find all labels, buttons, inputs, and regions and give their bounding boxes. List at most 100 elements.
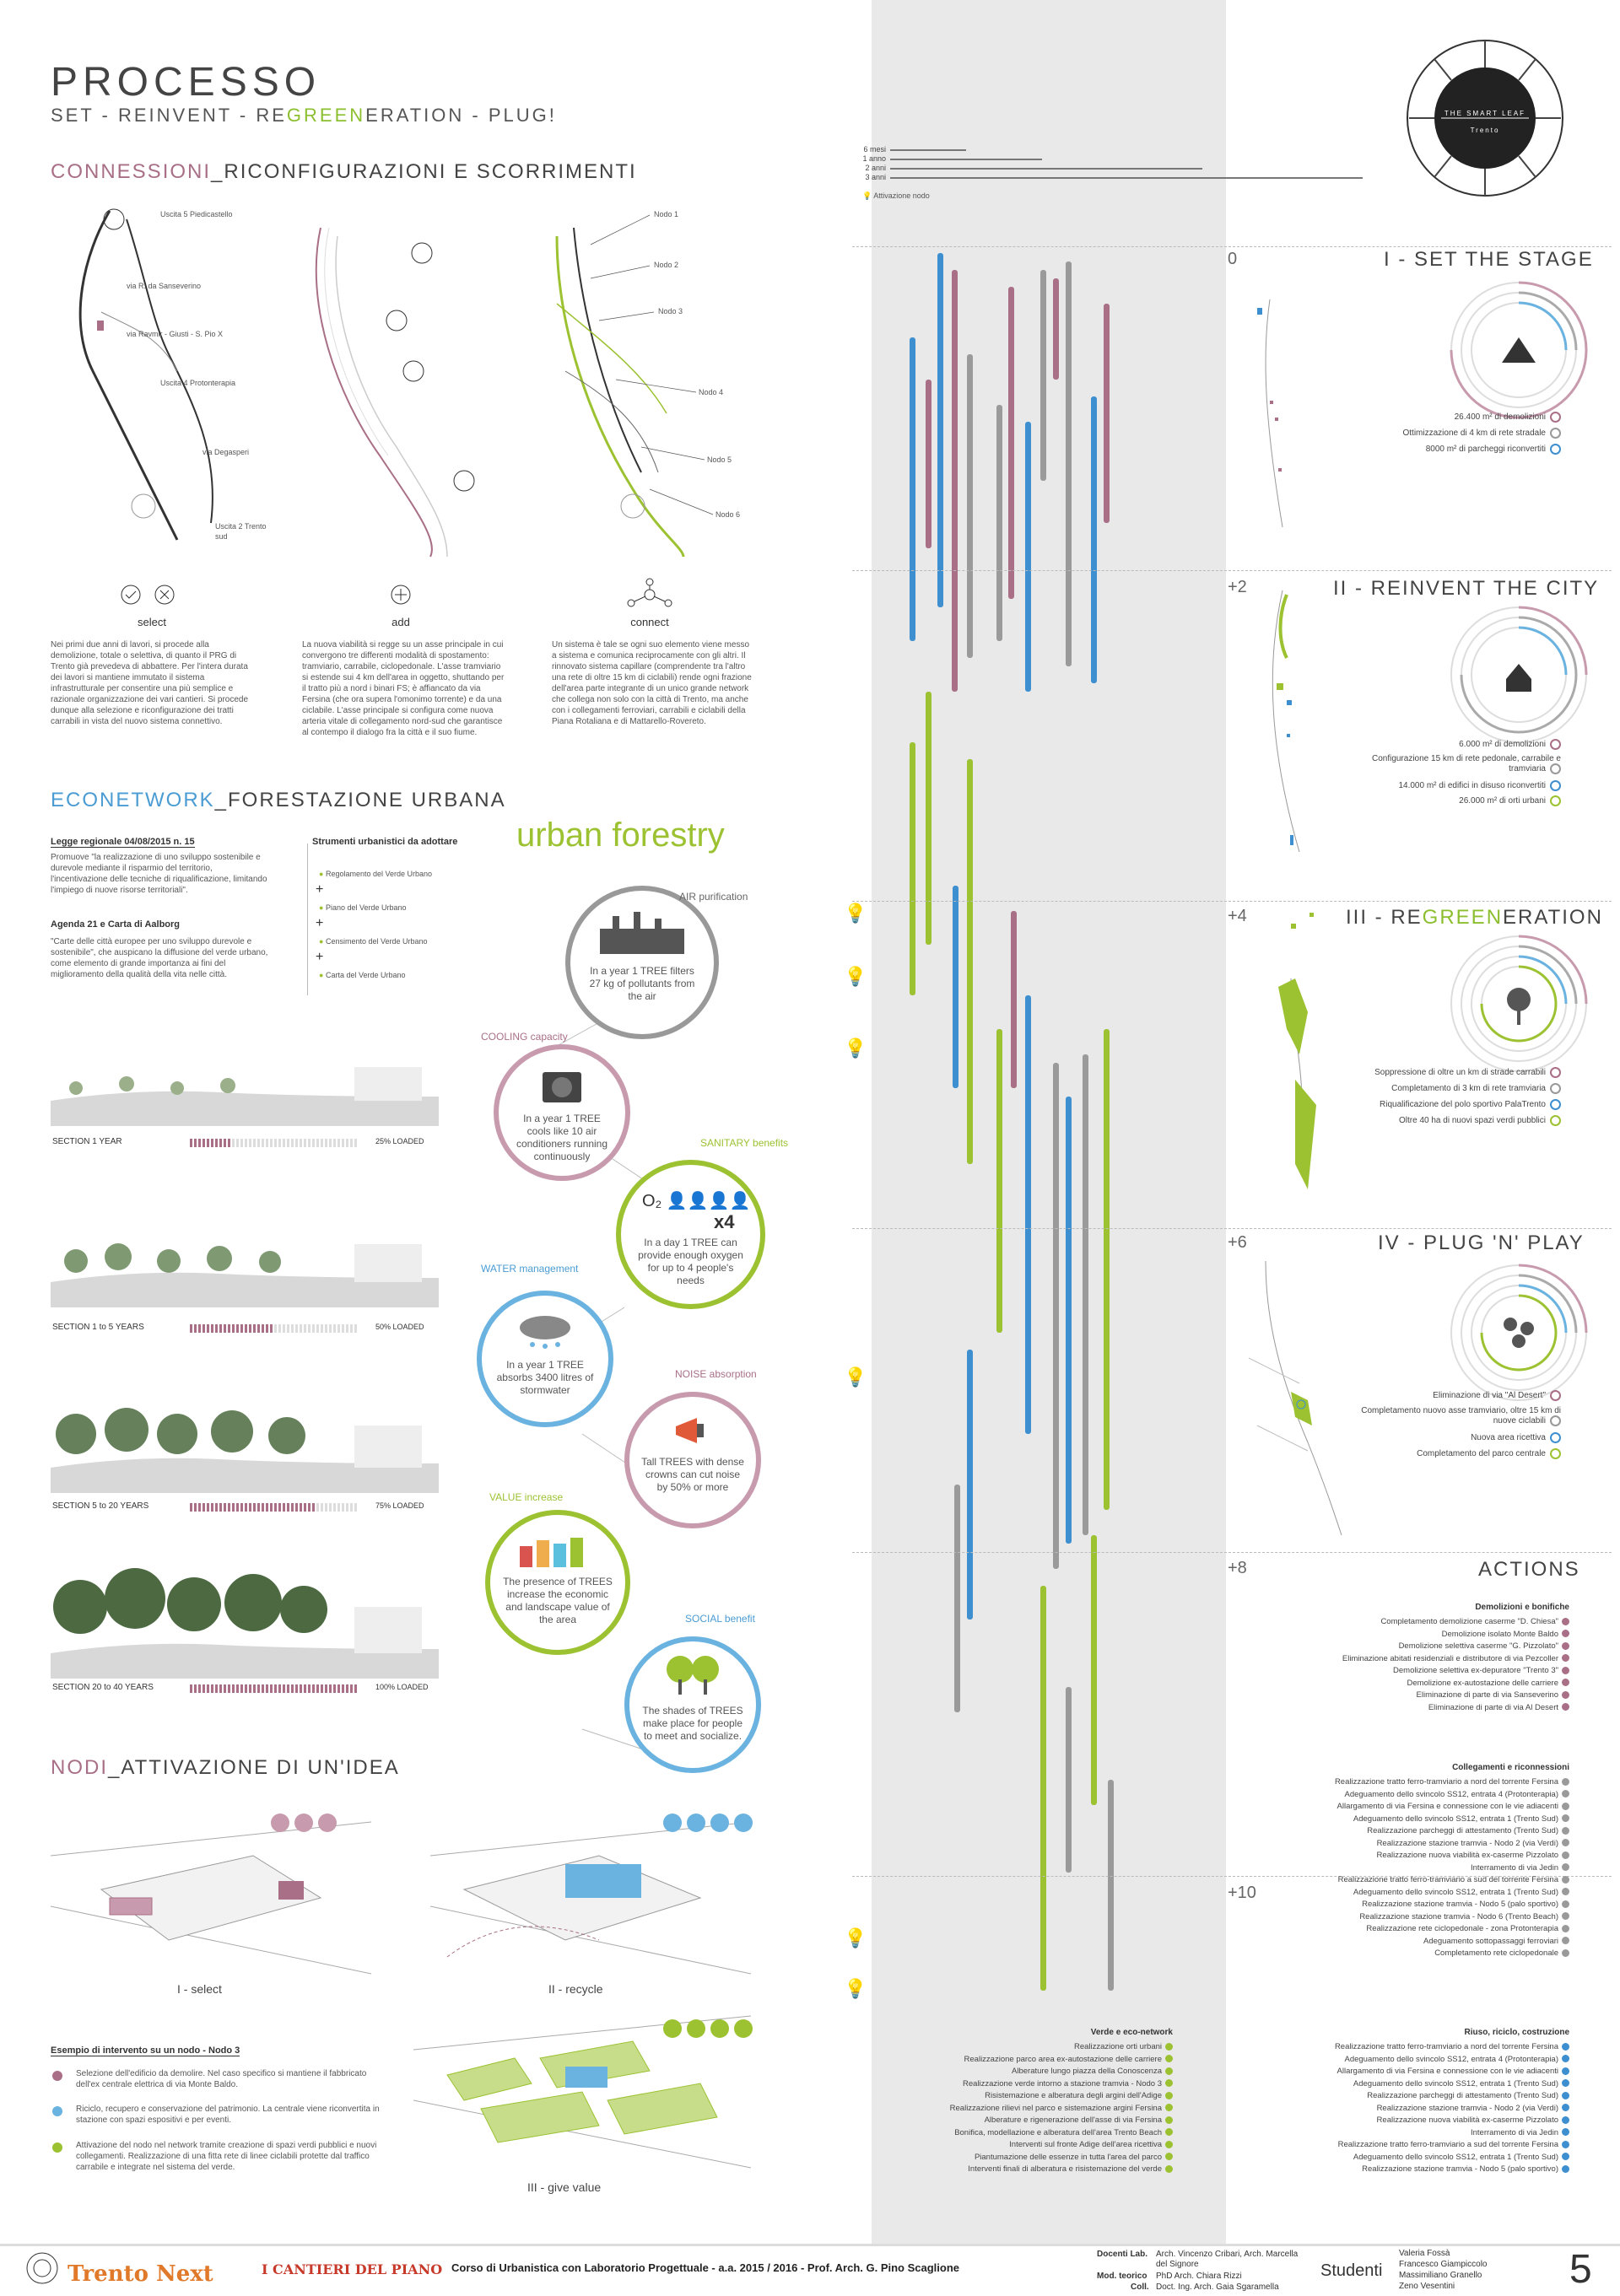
- node-label-5: Nodo 5: [707, 455, 732, 464]
- timeline-bar: [967, 354, 973, 658]
- progress-tick: [228, 1503, 230, 1512]
- timeline-band: [872, 0, 1226, 2244]
- action-item: Adeguamento sottopassaggi ferroviari: [1266, 1936, 1569, 1948]
- bulb-icon: 💡: [844, 1978, 867, 1999]
- progress-tick: [270, 1684, 273, 1693]
- action-item: Adeguamento dello svincolo SS12, entrata…: [1266, 1887, 1569, 1900]
- give-value-node-icons: [663, 2019, 753, 2038]
- bulb-icon: 💡: [844, 1927, 867, 1948]
- progress-tick: [190, 1324, 192, 1333]
- progress-tick: [257, 1503, 260, 1512]
- benefit-head-cooling: COOLING capacity: [481, 1031, 568, 1043]
- action-item: Realizzazione rete ciclopedonale - zona …: [1266, 1923, 1569, 1936]
- action-item: Realizzazione stazione tramvia - Nodo 6 …: [1266, 1911, 1569, 1924]
- bubble-cooling: In a year 1 TREE cools like 10 air condi…: [494, 1044, 630, 1181]
- node-view-select: [51, 1821, 372, 1975]
- actions-riuso-title: Riuso, riciclo, costruzione: [1464, 2028, 1569, 2037]
- progress-tick: [291, 1684, 294, 1693]
- agenda-title: Agenda 21 e Carta di Aalborg: [51, 919, 181, 930]
- progress-tick: [338, 1139, 340, 1147]
- node-label-6: Nodo 6: [716, 510, 741, 519]
- progress-tick: [228, 1139, 230, 1147]
- plus-icon: +: [316, 916, 324, 930]
- action-item: Eliminazione di parte di via Sanseverino: [1266, 1690, 1569, 1702]
- actions-demolizioni-title: Demolizioni e bonifiche: [1475, 1603, 1569, 1612]
- bulb-icon: 💡: [844, 903, 867, 924]
- progress-tick: [338, 1324, 340, 1333]
- progress-tick: [308, 1684, 310, 1693]
- action-item: Realizzazione tratto ferro-tramviario a …: [1266, 2139, 1569, 2152]
- action-item: Demolizione ex-autostazione delle carrie…: [1266, 1678, 1569, 1690]
- progress-tick: [278, 1139, 281, 1147]
- progress-tick: [333, 1324, 336, 1333]
- legend-bar-6-mesi: [890, 149, 966, 151]
- action-item: Bonifica, modellazione e alberatura dell…: [869, 2127, 1173, 2140]
- people-icon: O₂ 👤👤👤👤: [642, 1192, 751, 1210]
- progress-tick: [278, 1684, 281, 1693]
- urban-forestry-title: urban forestry: [516, 817, 725, 854]
- action-item: Demolizione selettiva ex-depuratore "Tre…: [1266, 1665, 1569, 1678]
- progress-tick: [224, 1139, 226, 1147]
- activation-label: 💡 Attivazione nodo: [862, 191, 930, 200]
- progress-tick: [354, 1503, 357, 1512]
- section-progress-2: [190, 1322, 359, 1333]
- progress-tick: [266, 1503, 268, 1512]
- progress-tick: [287, 1324, 289, 1333]
- progress-tick: [266, 1139, 268, 1147]
- phase-line-6: [852, 1228, 1612, 1229]
- timeline-bar: [1053, 1063, 1059, 1569]
- benefit-head-water: WATER management: [481, 1263, 579, 1275]
- progress-tick: [300, 1503, 302, 1512]
- progress-tick: [232, 1139, 235, 1147]
- phase-1-item: 26.400 m² di demolizioni: [1350, 412, 1561, 423]
- timeline-bar: [1108, 1780, 1114, 1991]
- phase-num-8: +8: [1228, 1559, 1247, 1577]
- progress-tick: [194, 1684, 197, 1693]
- progress-tick: [354, 1324, 357, 1333]
- phase-2-gauge: [1450, 606, 1588, 743]
- progress-tick: [224, 1324, 226, 1333]
- progress-tick: [198, 1684, 201, 1693]
- timeline-bar: [1083, 1054, 1088, 1535]
- actions-title: ACTIONS: [1478, 1558, 1580, 1581]
- progress-tick: [321, 1139, 323, 1147]
- phase-2-item: Configurazione 15 km di rete pedonale, c…: [1371, 754, 1561, 774]
- action-item: Adeguamento dello svincolo SS12, entrata…: [1266, 1789, 1569, 1802]
- phase-num-10: +10: [1228, 1884, 1256, 1902]
- phase-num-2: +2: [1228, 578, 1247, 596]
- progress-tick: [257, 1139, 260, 1147]
- progress-tick: [249, 1503, 251, 1512]
- progress-tick: [257, 1684, 260, 1693]
- progress-tick: [202, 1684, 205, 1693]
- progress-tick: [316, 1324, 319, 1333]
- progress-tick: [207, 1139, 209, 1147]
- progress-tick: [228, 1324, 230, 1333]
- progress-tick: [215, 1139, 218, 1147]
- timeline-bar: [937, 253, 943, 607]
- action-item: Demolizione isolato Monte Baldo: [1266, 1629, 1569, 1641]
- node-view-label-give-value: III - give value: [527, 2180, 602, 2194]
- timeline-bar: [996, 1029, 1002, 1333]
- timeline-bar: [1104, 304, 1110, 523]
- progress-tick: [274, 1503, 277, 1512]
- timeline-bar: [1091, 396, 1097, 683]
- progress-tick: [211, 1684, 213, 1693]
- phase-2-item: 26.000 m² di orti urbani: [1350, 795, 1561, 806]
- progress-tick: [274, 1139, 277, 1147]
- progress-tick: [354, 1139, 357, 1147]
- step-text-select: Nei primi due anni di lavori, si procede…: [51, 640, 249, 726]
- page-title: PROCESSO: [51, 60, 321, 105]
- action-item: Realizzazione orti urbani: [869, 2041, 1173, 2054]
- bubble-value: The presence of TREES increase the econo…: [485, 1510, 630, 1655]
- progress-tick: [270, 1503, 273, 1512]
- progress-tick: [253, 1684, 256, 1693]
- progress-tick: [274, 1324, 277, 1333]
- progress-tick: [194, 1503, 197, 1512]
- course-label: Corso di Urbanistica con Laboratorio Pro…: [451, 2261, 959, 2274]
- action-item: Adeguamento dello svincolo SS12, entrata…: [1266, 2152, 1569, 2164]
- select-node-icons: [271, 1814, 337, 1832]
- progress-tick: [316, 1684, 319, 1693]
- progress-tick: [346, 1684, 348, 1693]
- timeline-bar: [910, 742, 915, 995]
